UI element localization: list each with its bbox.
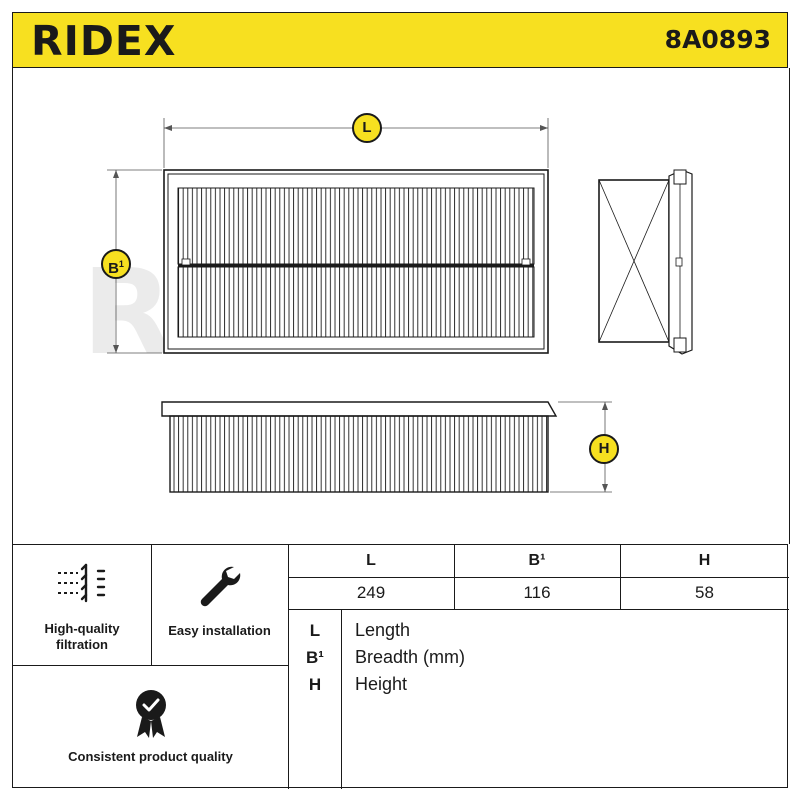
feature-filtration-label: High-quality filtration [44, 621, 120, 652]
dimension-value-height: 58 [695, 583, 714, 602]
divider [341, 609, 342, 789]
brand-logo: RIDEX [31, 17, 177, 65]
part-number: 8A0893 [664, 25, 771, 54]
feature-easy-installation-label: Easy installation [168, 623, 271, 638]
filter-top-view [163, 169, 549, 354]
technical-drawing-frame [12, 68, 790, 544]
divider [288, 545, 289, 789]
specifications-panel: High-quality filtration Easy installatio… [12, 544, 789, 789]
divider [288, 609, 789, 610]
breadth-badge: B1 [101, 249, 131, 279]
divider [13, 665, 288, 666]
divider [151, 545, 152, 665]
feature-filtration: High-quality filtration [13, 545, 151, 665]
feature-consistent-quality-label: Consistent product quality [68, 749, 233, 764]
quality-badge-icon [136, 690, 166, 738]
divider [620, 545, 621, 609]
dimension-value-length: 249 [356, 583, 386, 602]
legend-text-height: Height [355, 674, 408, 694]
feature-consistent-quality: Consistent product quality [13, 665, 288, 789]
legend-key-breadth: B¹ [306, 648, 324, 667]
wrench-icon [200, 566, 241, 607]
feature-easy-installation: Easy installation [151, 545, 288, 665]
filtration-icon [58, 563, 106, 603]
height-badge: H [589, 434, 619, 464]
filter-side-view [598, 169, 693, 355]
dimension-header-breadth: B¹ [528, 552, 546, 569]
divider [288, 577, 789, 578]
dimension-value-breadth: 116 [523, 583, 551, 602]
legend-text-breadth: Breadth (mm) [355, 647, 466, 667]
dimension-header-height: H [698, 552, 711, 569]
legend-key-length: L [309, 621, 321, 640]
legend-text-length: Length [355, 620, 411, 640]
legend-key-height: H [308, 675, 322, 694]
technical-drawing: RIDEX [82, 118, 693, 493]
dimension-header-length: L [366, 552, 376, 569]
filter-front-view [161, 401, 558, 493]
product-header: RIDEX 8A0893 [12, 12, 788, 68]
length-badge: L [352, 113, 382, 143]
divider [454, 545, 455, 609]
